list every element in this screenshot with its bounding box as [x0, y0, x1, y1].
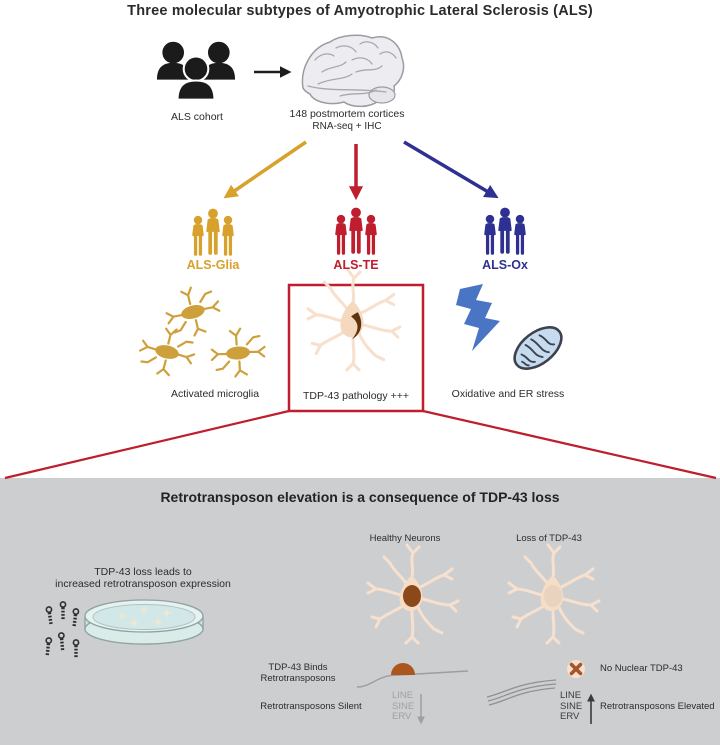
- rna-strands-icon: [486, 679, 557, 706]
- no-tdp43-x-icon: [567, 660, 585, 678]
- methods-label: RNA-seq + IHC: [312, 121, 382, 132]
- silent-label: Retrotransposons Silent: [260, 701, 362, 712]
- healthy-neurons-label: Healthy Neurons: [369, 533, 441, 544]
- left-caption-line1: TDP-43 loss leads to: [94, 566, 192, 578]
- lightning-icon: [456, 284, 500, 351]
- retro-element-erv: ERV: [392, 711, 412, 722]
- tdp43-pathology-neuron-icon: [306, 268, 402, 372]
- cortices-label: 148 postmortem cortices: [289, 108, 405, 120]
- binds-label: TDP-43 Binds Retrotransposons: [260, 662, 336, 684]
- left-caption-line2: increased retrotransposon expression: [55, 578, 231, 590]
- mitochondria-icon: [513, 326, 563, 370]
- subtype-arrow-gold-icon: [223, 140, 307, 199]
- subtype-label-als-glia: ALS-Glia: [186, 258, 240, 272]
- feature-label-tdp43: TDP-43 pathology +++: [303, 390, 409, 402]
- cohort-label: ALS cohort: [171, 111, 223, 123]
- subtype-label-als-te: ALS-TE: [333, 258, 379, 272]
- red-highlight-box: [287, 283, 425, 413]
- microglia-icon: [134, 275, 274, 388]
- figure-title: Three molecular subtypes of Amyotrophic …: [127, 3, 593, 19]
- retro-element-sine: SINE: [560, 700, 583, 712]
- people-group-blue-icon: [484, 207, 526, 255]
- zoom-connector-lines: [4, 409, 717, 480]
- people-group-gold-icon: [192, 208, 234, 256]
- petri-dish-icon: [84, 599, 204, 645]
- panel-title: Retrotransposon elevation is a consequen…: [160, 489, 560, 505]
- feature-label-microglia: Activated microglia: [170, 388, 260, 400]
- healthy-neuron-icon: [366, 543, 460, 645]
- loss-tdp43-label: Loss of TDP-43: [516, 533, 582, 544]
- brain-icon: [301, 34, 405, 108]
- subtype-label-als-ox: ALS-Ox: [482, 258, 528, 272]
- retro-elements-elevated: LINE SINE ERV: [560, 690, 583, 723]
- elevated-label: Retrotransposons Elevated: [600, 701, 715, 712]
- tdp43-protein-on-strand-icon: [356, 663, 469, 688]
- retro-element-line: LINE: [392, 690, 414, 701]
- cohort-people-icon: [156, 41, 236, 101]
- subtype-arrow-blue-icon: [403, 140, 499, 199]
- retro-element-erv: ERV: [560, 711, 580, 722]
- retro-elements-silent: LINE SINE ERV: [392, 690, 415, 723]
- people-group-red-icon: [335, 207, 377, 255]
- feature-label-oxidative: Oxidative and ER stress: [451, 388, 565, 400]
- tdp43-loss-neuron-icon: [507, 543, 601, 645]
- retro-element-line: LINE: [560, 690, 582, 701]
- no-nuclear-label: No Nuclear TDP-43: [600, 663, 683, 674]
- retro-element-sine: SINE: [392, 700, 415, 712]
